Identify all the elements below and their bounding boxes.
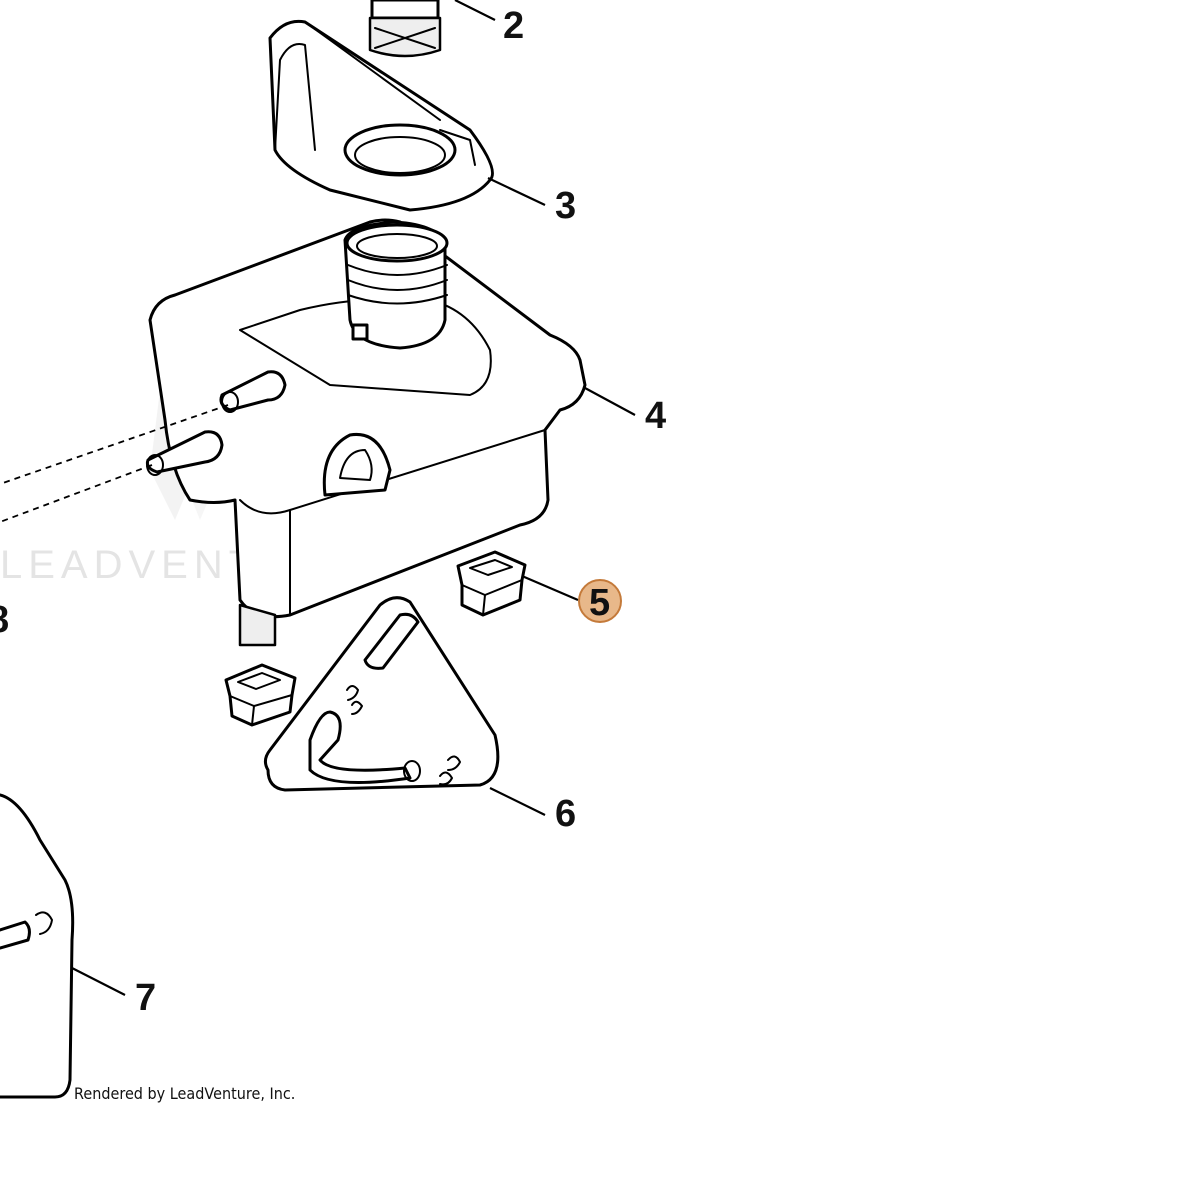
part-5-mount-right[interactable] [456, 550, 527, 617]
part-4-fuel-tank[interactable] [145, 218, 587, 647]
leader-3 [487, 177, 546, 206]
render-credit: Rendered by LeadVenture, Inc. [74, 1084, 296, 1103]
leader-4 [584, 387, 636, 416]
leader-6 [489, 787, 546, 816]
leader-5 [521, 574, 579, 602]
part-3-cover[interactable] [268, 19, 494, 212]
callout-7[interactable]: 7 [135, 977, 156, 1019]
part-6-hose-kit[interactable] [263, 596, 500, 792]
callout-5-highlight [578, 579, 622, 623]
leader-7 [71, 967, 126, 996]
callout-4[interactable]: 4 [645, 395, 666, 437]
part-7-kit-bag[interactable] [0, 793, 75, 1099]
callout-6[interactable]: 6 [555, 793, 576, 835]
part-5-mount-left[interactable] [224, 663, 297, 727]
callout-3[interactable]: 3 [555, 185, 576, 227]
alignment-line-upper [0, 404, 229, 485]
callout-5[interactable]: 5 [589, 582, 610, 624]
alignment-line-lower [0, 464, 153, 523]
callout-2[interactable]: 2 [503, 5, 524, 47]
leader-2 [454, 0, 496, 21]
callout-8[interactable]: 8 [0, 599, 9, 641]
part-2-filter[interactable] [368, 0, 442, 58]
